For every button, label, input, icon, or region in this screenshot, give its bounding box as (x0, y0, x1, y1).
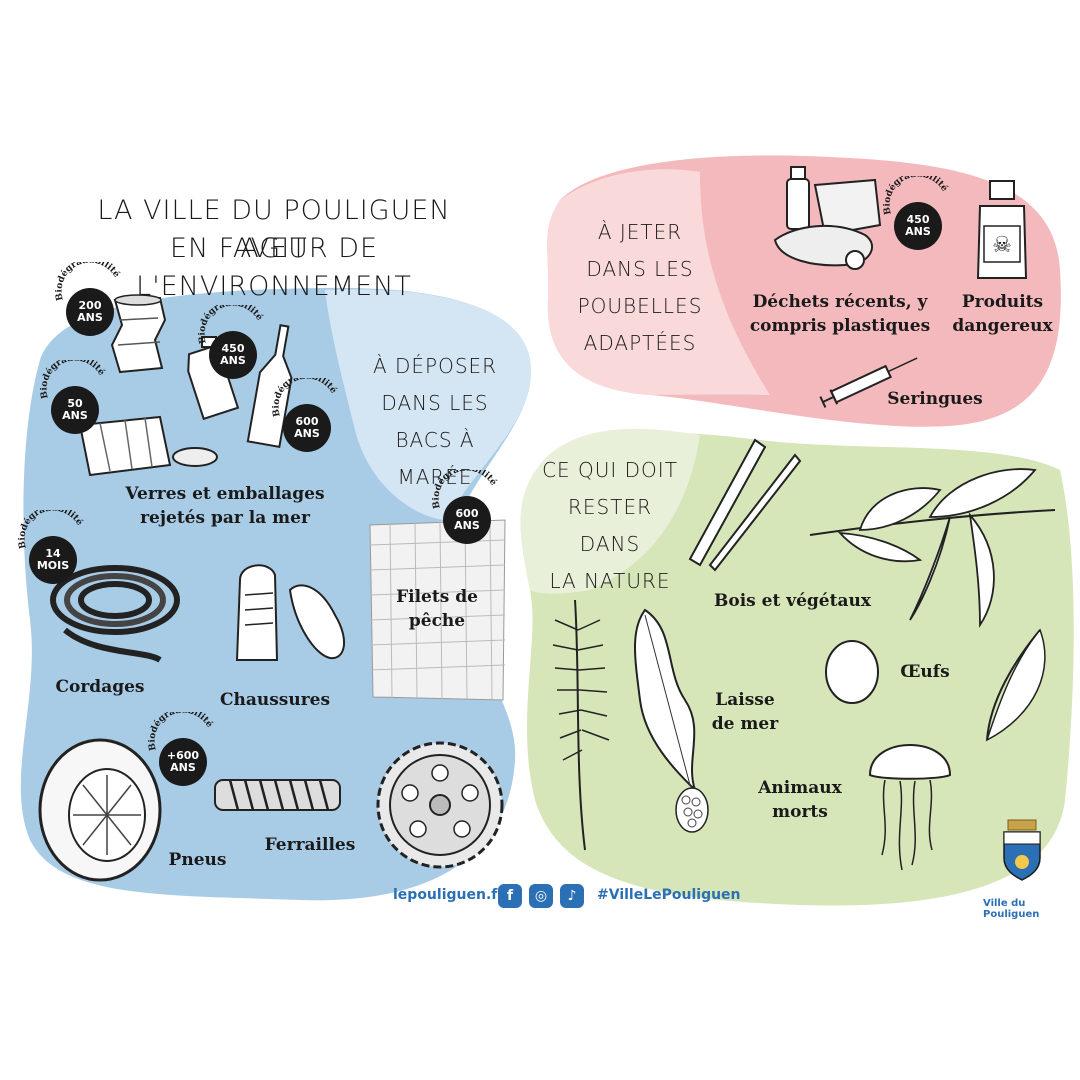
badge-value: 450 (906, 213, 930, 226)
badge-unit: ANS (62, 409, 88, 422)
biodegradability-badge: 50 ANS (51, 386, 99, 434)
badge-net: Biodégradabilité 600 ANS (432, 470, 502, 550)
hashtag-link[interactable]: #VilleLePouliguen (597, 887, 741, 903)
gear-icon (376, 741, 504, 869)
website-link[interactable]: lepouliguen.fr (393, 887, 505, 903)
glass-bottle-icon (246, 324, 293, 449)
page-title-line1: LA VILLE DU POULIGUEN AGIT (97, 195, 451, 264)
hazard-bottle-icon: ☠ (976, 180, 1028, 279)
badge-unit: ANS (294, 427, 320, 440)
badge-unit: ANS (905, 225, 931, 238)
badge-value: 14 (45, 547, 61, 560)
town-crest-icon (1003, 819, 1041, 881)
wood-stick-icon (688, 438, 802, 572)
badge-value: 450 (221, 342, 245, 355)
label-produits: Produits dangereux (952, 292, 1053, 336)
crushed-can-icon (110, 294, 167, 374)
green-zone-shape (520, 432, 1074, 906)
badge-rope: Biodégradabilité 14 MOIS (18, 510, 88, 590)
leaf-branch-icon (809, 468, 1056, 628)
crushed-tin-icon (78, 415, 218, 477)
crest-label: Ville du Pouliguen (983, 898, 1040, 920)
page-title-line2: EN FAVEUR DE L'ENVIRONNEMENT (136, 233, 412, 302)
label-laisse: Laisse de mer (711, 690, 779, 734)
pink-zone-light (547, 169, 770, 395)
facebook-icon[interactable]: f (498, 884, 522, 908)
badge-value: 200 (78, 299, 102, 312)
label-ferrailles: Ferrailles (264, 835, 356, 855)
seaweed-icon (552, 599, 696, 851)
label-seringues: Seringues (887, 389, 983, 409)
label-animaux: Animaux morts (758, 778, 842, 822)
badge-value: +600 (166, 749, 200, 762)
svg-text:☠: ☠ (992, 233, 1012, 258)
syringe-icon (819, 357, 918, 408)
label-verres: Verres et emballages rejetés par la mer (125, 484, 325, 528)
biodegradability-badge: 450 ANS (894, 202, 942, 250)
badge-glass: Biodégradabilité 600 ANS (272, 378, 342, 458)
badge-can: Biodégradabilité 200 ANS (55, 262, 125, 342)
badge-tin: Biodégradabilité 50 ANS (40, 360, 110, 440)
feather-icon (985, 628, 1046, 742)
waste-pile-icon (773, 166, 882, 270)
blue-zone-light (325, 289, 531, 520)
biodegradability-badge: +600 ANS (159, 738, 207, 786)
biodegradability-badge: 600 ANS (283, 404, 331, 452)
biodegradability-badge: 14 MOIS (29, 536, 77, 584)
badge-value: 600 (455, 507, 479, 520)
badge-value: 50 (67, 397, 83, 410)
spring-scrap-icon (214, 779, 341, 811)
jellyfish-icon (868, 744, 952, 871)
tire-icon (38, 738, 162, 882)
biodegradability-badge: 200 ANS (66, 288, 114, 336)
egg-icon (825, 640, 879, 704)
badge-unit: ANS (454, 519, 480, 532)
badge-unit: MOIS (36, 559, 70, 572)
biodegradability-badge: 450 ANS (209, 331, 257, 379)
badge-unit: ANS (77, 311, 103, 324)
label-oeufs: Œufs (900, 662, 950, 682)
badge-unit: ANS (220, 354, 246, 367)
shoes-icon (235, 564, 346, 661)
badge-value: 600 (295, 415, 319, 428)
pink-zone-title: À JETER DANS LES POUBELLES ADAPTÉES (577, 220, 703, 355)
egg-case-icon (675, 787, 709, 833)
rope-coil-icon (50, 565, 180, 663)
label-pneus: Pneus (168, 850, 227, 870)
tiktok-icon[interactable]: ♪ (560, 884, 584, 908)
badge-tire: Biodégradabilité +600 ANS (148, 712, 218, 792)
label-chaussures: Chaussures (219, 690, 331, 710)
green-zone-light (520, 428, 700, 594)
label-cordages: Cordages (55, 677, 145, 697)
badge-waste: Biodégradabilité 450 ANS (883, 176, 953, 256)
badge-bottle: Biodégradabilité 450 ANS (198, 305, 268, 385)
blue-zone-title: À DÉPOSER DANS LES BACS À MARÉE (372, 354, 498, 489)
label-filets: Filets de pêche (396, 587, 478, 631)
green-zone-title: CE QUI DOIT RESTER DANS LA NATURE (542, 458, 678, 593)
label-bois: Bois et végétaux (713, 591, 871, 611)
instagram-icon[interactable]: ◎ (529, 884, 553, 908)
badge-unit: ANS (170, 761, 196, 774)
biodegradability-badge: 600 ANS (443, 496, 491, 544)
label-dechets: Déchets récents, y compris plastiques (749, 292, 931, 336)
